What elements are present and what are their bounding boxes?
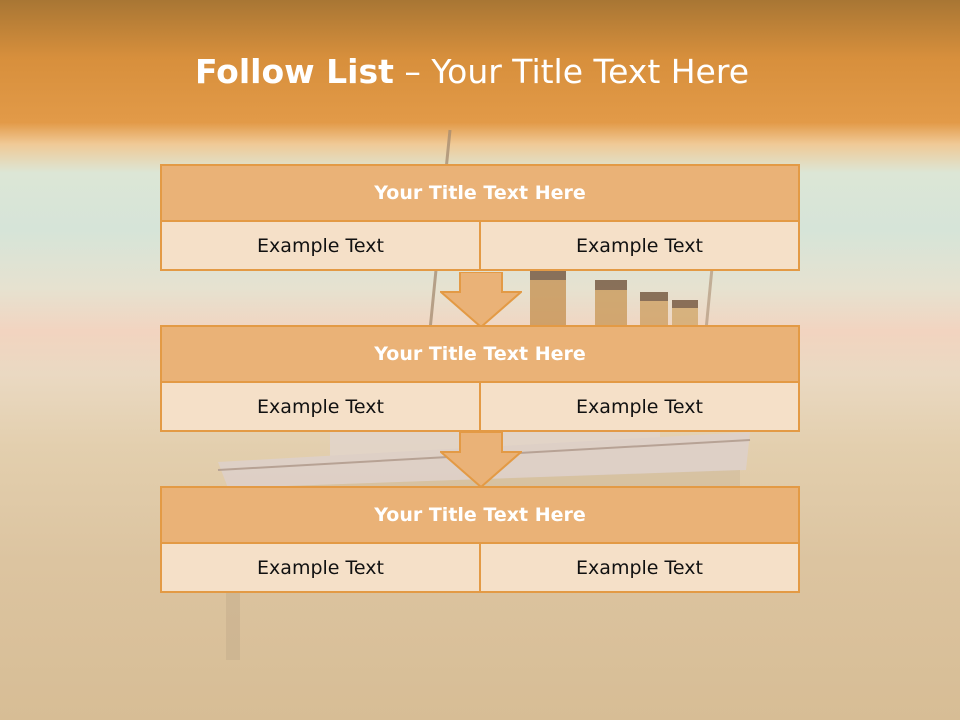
down-arrow-icon [440,272,522,328]
step-cell-right: Example Text [479,383,798,430]
step-box-1: Your Title Text Here Example Text Exampl… [160,164,800,271]
step-cell-left: Example Text [257,556,384,579]
step-title: Your Title Text Here [162,166,798,222]
slide-title: Follow List – Your Title Text Here [0,52,944,91]
step-cell-left: Example Text [257,395,384,418]
step-cell-right: Example Text [479,222,798,269]
slide-title-main: Follow List [194,52,394,91]
step-box-2: Your Title Text Here Example Text Exampl… [160,325,800,432]
slide-title-sub: – Your Title Text Here [404,52,750,91]
step-title: Your Title Text Here [162,488,798,544]
step-cell-right: Example Text [479,544,798,591]
step-box-3: Your Title Text Here Example Text Exampl… [160,486,800,593]
step-cell-left: Example Text [257,234,384,257]
step-title: Your Title Text Here [162,327,798,383]
step-row: Example Text Example Text [162,383,798,430]
step-row: Example Text Example Text [162,222,798,269]
step-row: Example Text Example Text [162,544,798,591]
down-arrow-icon [440,432,522,488]
